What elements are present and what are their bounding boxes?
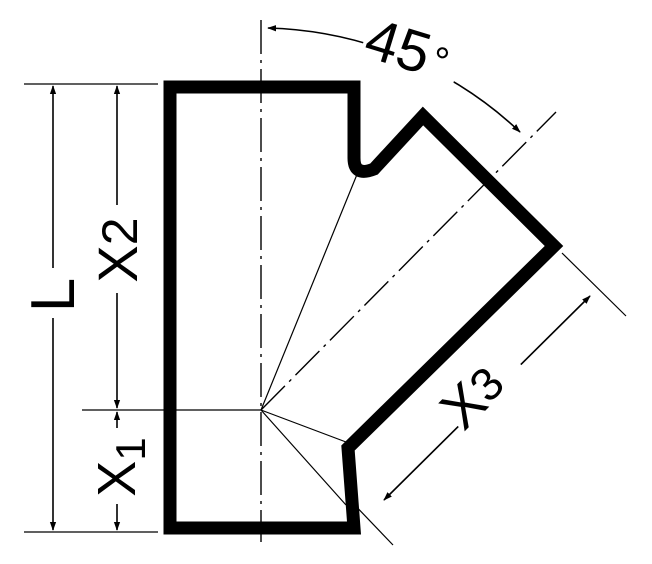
label-l: L <box>19 278 88 312</box>
label-backgrounds <box>24 9 537 504</box>
branch-centerline <box>260 111 557 411</box>
extension-lines <box>24 83 262 533</box>
label-x1: X1 <box>87 437 154 496</box>
construction-lines <box>260 171 627 546</box>
svg-text:X1: X1 <box>87 437 154 496</box>
label-x2: X2 <box>86 217 149 282</box>
svg-text:X2: X2 <box>86 217 149 282</box>
fitting-outline <box>163 80 564 535</box>
